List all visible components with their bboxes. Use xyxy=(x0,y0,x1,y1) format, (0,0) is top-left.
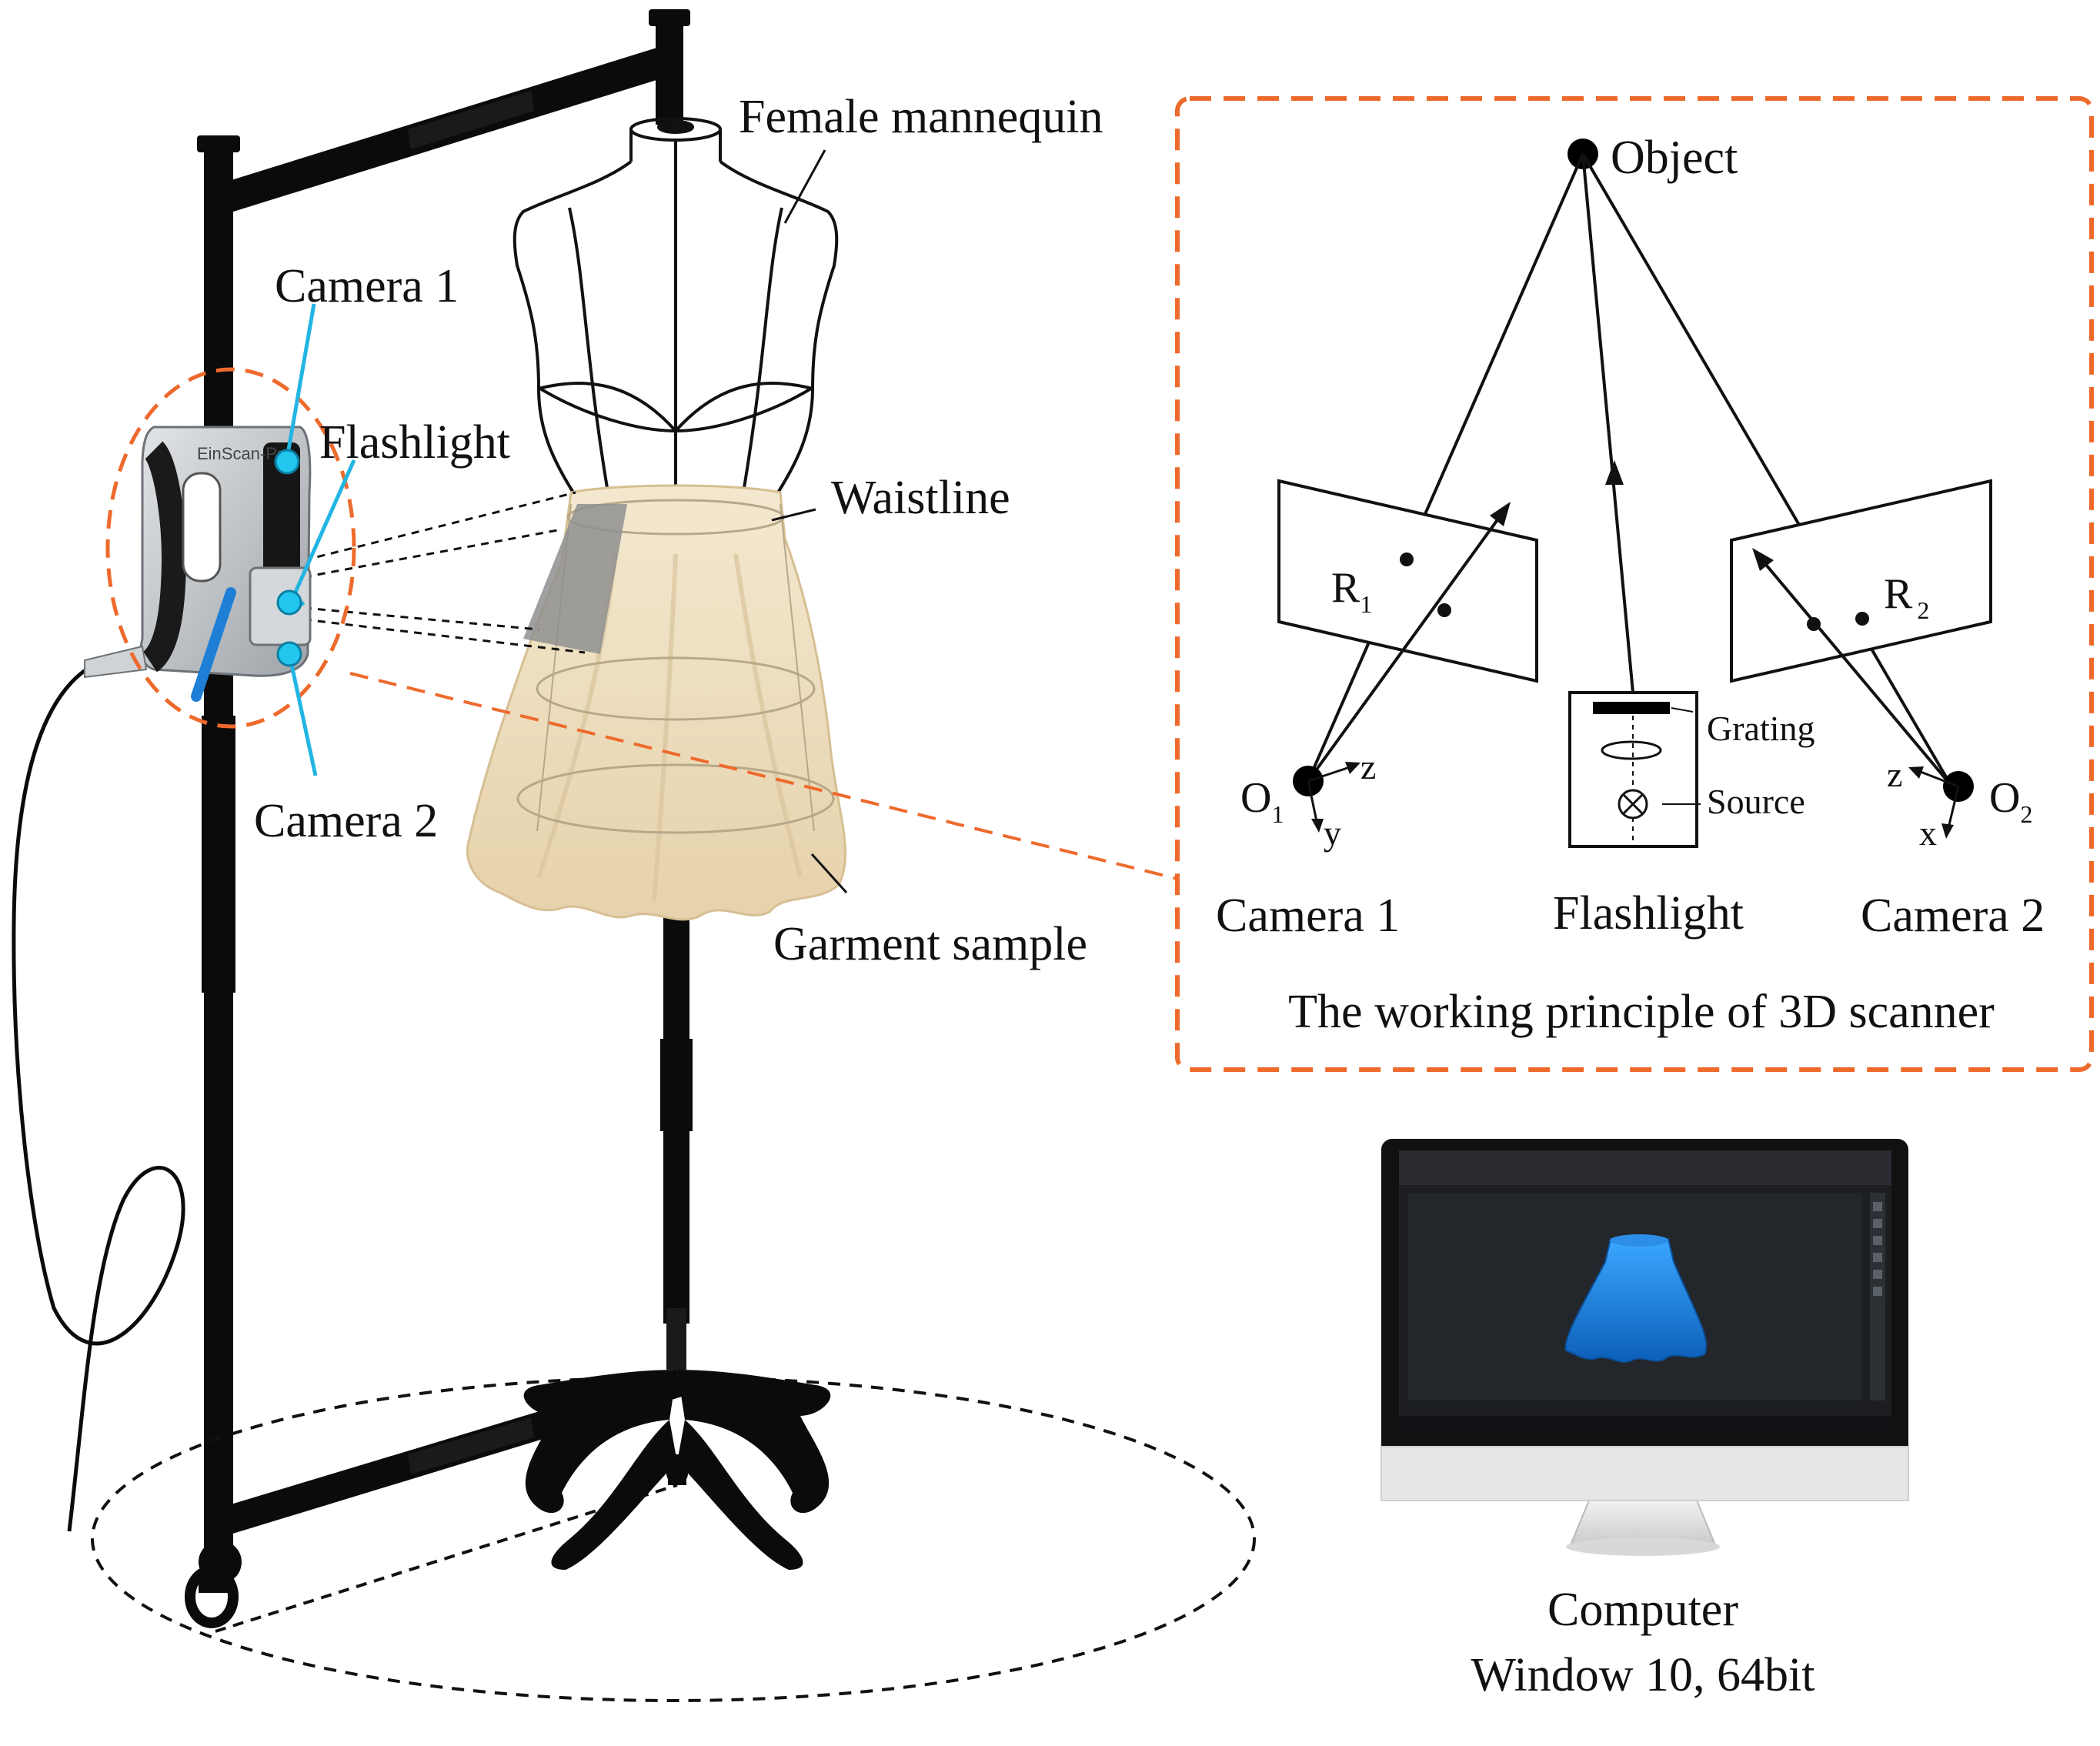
principle-flashlight: Flashlight xyxy=(1553,887,1744,940)
label-axis-x2: x xyxy=(1919,813,1937,853)
label-o1: O1 xyxy=(1240,774,1284,828)
label-grating: Grating xyxy=(1707,709,1815,748)
label-r1: R1 xyxy=(1331,564,1372,618)
computer-label-line2: Window 10, 64bit xyxy=(1471,1649,1815,1701)
scan-projection xyxy=(303,491,627,654)
label-garment-sample: Garment sample xyxy=(773,918,1087,970)
label-camera1: Camera 1 xyxy=(275,260,459,312)
image-plane-2 xyxy=(1730,479,1992,683)
principle-camera1: Camera 1 xyxy=(1216,890,1400,942)
label-waistline: Waistline xyxy=(831,472,1010,524)
scanner-cable xyxy=(12,663,185,1532)
mannequin-torso xyxy=(512,117,839,494)
leader-to-principle xyxy=(349,672,1178,880)
principle-camera2: Camera 2 xyxy=(1861,890,2045,942)
camera-indicator-dots xyxy=(274,449,302,667)
scan-path-ellipse xyxy=(91,1376,1256,1702)
label-o2: O2 xyxy=(1989,774,2032,828)
computer-monitor xyxy=(1381,1139,1909,1556)
garment-skirt xyxy=(466,484,847,921)
handheld-scanner: EinScan-Pro xyxy=(84,426,312,702)
label-object: Object xyxy=(1611,132,1738,184)
screen-skirt-model xyxy=(1564,1238,1708,1363)
label-axis-y1: y xyxy=(1324,813,1341,853)
label-flashlight: Flashlight xyxy=(319,416,510,469)
label-axis-z1: z xyxy=(1360,747,1376,786)
computer-label-line1: Computer xyxy=(1547,1584,1738,1636)
label-camera2: Camera 2 xyxy=(254,795,438,847)
label-axis-z2: z xyxy=(1887,755,1902,794)
label-source: Source xyxy=(1707,782,1805,821)
label-female-mannequin: Female mannequin xyxy=(739,91,1103,143)
principle-caption: The working principle of 3D scanner xyxy=(1288,986,1995,1038)
image-plane-1 xyxy=(1277,479,1538,683)
scanner-highlight-circle xyxy=(105,367,356,729)
